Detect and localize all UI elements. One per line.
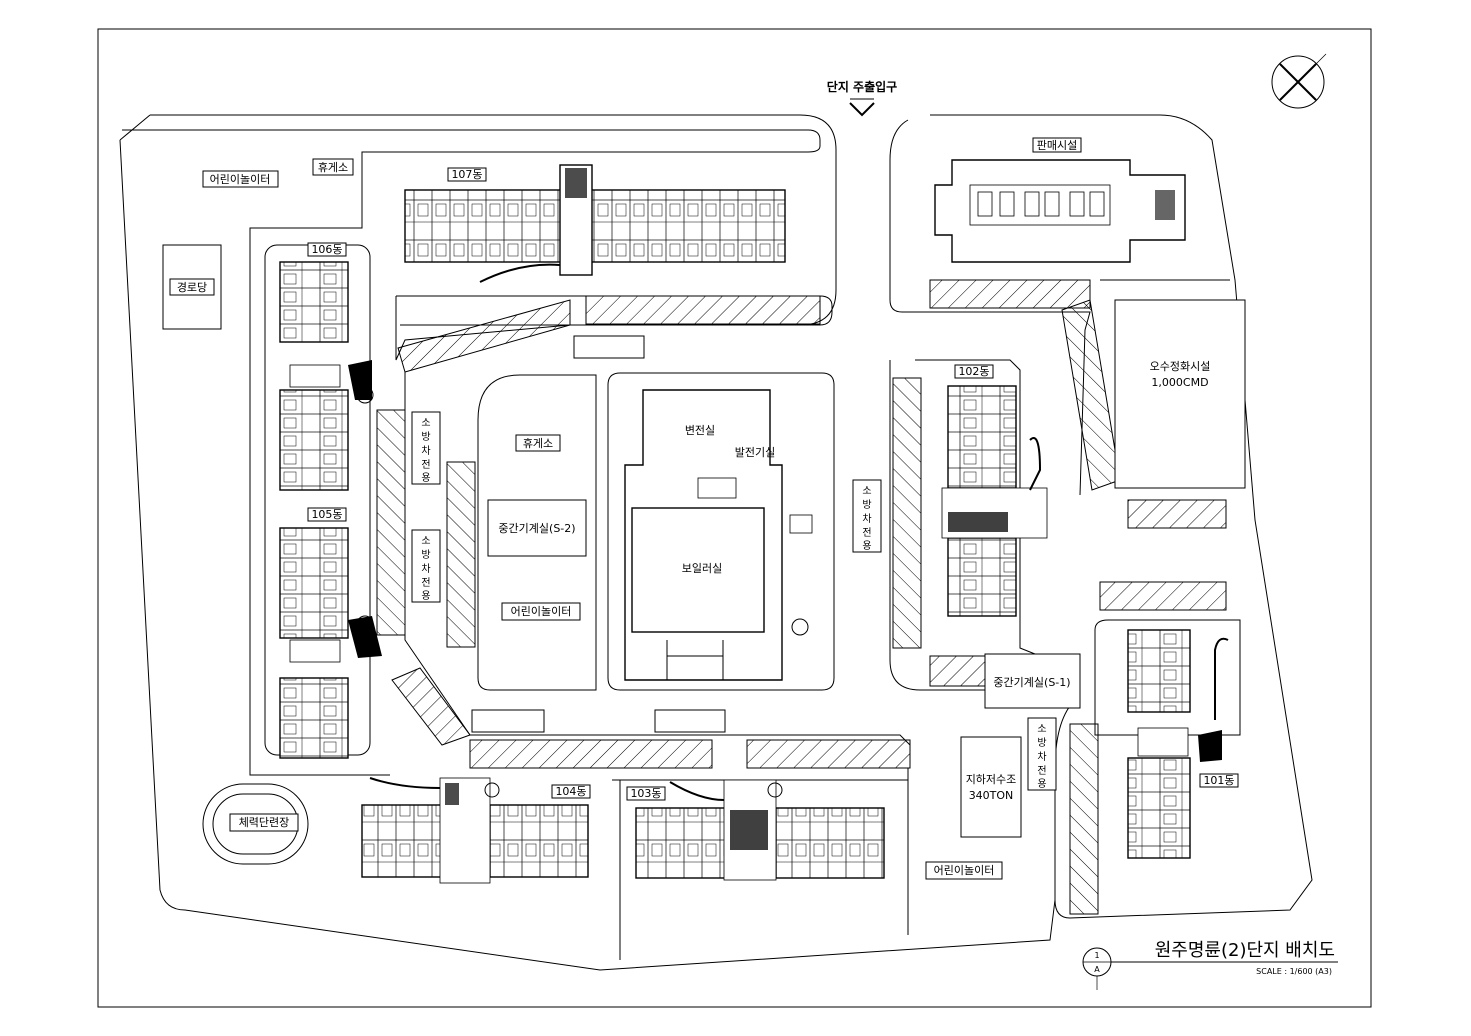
playground-center-label: 어린이놀이터 — [511, 605, 572, 618]
parking-areas — [376, 279, 1227, 915]
building-101-label: 101동 — [1203, 774, 1234, 787]
svg-text:차: 차 — [1037, 751, 1046, 763]
svg-text:소: 소 — [862, 485, 871, 497]
building-102-label: 102동 — [958, 365, 989, 378]
drawing-title: 원주명륜(2)단지 배치도 — [1155, 940, 1335, 961]
svg-text:차: 차 — [421, 563, 430, 575]
senior-center-label: 경로당 — [177, 281, 207, 294]
mech-room-s1-label: 중간기계실(S-1) — [993, 676, 1070, 689]
parking-sign-icon — [471, 709, 545, 733]
fire-lane-3: 소 방 차 전 용 — [852, 479, 882, 553]
north-arrow-icon — [1271, 53, 1327, 109]
svg-text:전: 전 — [862, 527, 871, 539]
fitness-area: 체력단련장 — [202, 783, 309, 865]
svg-text:용: 용 — [421, 472, 430, 484]
svg-text:A: A — [1094, 965, 1100, 974]
water-tank-label-1: 지하저수조 — [966, 772, 1017, 786]
svg-text:방: 방 — [1037, 737, 1046, 749]
playground-nw-label: 어린이놀이터 — [210, 173, 271, 186]
parking-sign-icon — [654, 709, 726, 733]
svg-text:용: 용 — [862, 540, 871, 552]
fire-lane-1: 소 방 차 전 용 — [411, 411, 441, 485]
entrance-label: 단지 주출입구 — [827, 79, 897, 94]
sheet-border — [97, 28, 1372, 1008]
title-block: 1 A 원주명륜(2)단지 배치도 SCALE : 1/600 (A3) — [1082, 940, 1338, 990]
building-105: 105동 — [279, 507, 382, 759]
water-tank-label-2: 340TON — [969, 789, 1014, 802]
building-107-label: 107동 — [451, 168, 482, 181]
building-103: 103동 — [626, 779, 885, 881]
svg-text:차: 차 — [421, 445, 430, 457]
sewage-label-1: 오수정화시설 — [1150, 360, 1211, 373]
central-green — [477, 374, 597, 691]
rest-area-center-label: 휴게소 — [523, 437, 553, 450]
fitness-label: 체력단련장 — [239, 816, 290, 829]
svg-text:방: 방 — [421, 549, 430, 561]
commercial-building: 판매시설 — [934, 137, 1186, 263]
drawing-scale: SCALE : 1/600 (A3) — [1256, 967, 1332, 976]
building-105-label: 105동 — [311, 508, 342, 521]
building-102: 102동 — [941, 364, 1048, 617]
parking-sign-icon — [573, 335, 645, 359]
fire-lane-4: 소 방 차 전 용 — [1027, 717, 1057, 791]
boiler-label: 보일러실 — [682, 561, 722, 575]
building-107: 107동 — [404, 164, 786, 283]
entrance-arrow-icon — [849, 98, 875, 117]
svg-text:소: 소 — [1037, 723, 1046, 735]
svg-text:전: 전 — [421, 577, 430, 589]
building-101: 101동 — [1094, 619, 1241, 859]
commercial-label: 판매시설 — [1037, 139, 1077, 152]
rest-area-nw-label: 휴게소 — [318, 161, 348, 174]
sewage-label-2: 1,000CMD — [1151, 376, 1208, 389]
svg-text:1: 1 — [1094, 951, 1099, 960]
fire-lane-2: 소 방 차 전 용 — [411, 529, 441, 603]
sewage-treatment — [1114, 299, 1246, 489]
building-106: 106동 — [264, 242, 374, 756]
generator-label: 발전기실 — [735, 446, 775, 459]
svg-text:소: 소 — [421, 417, 430, 429]
building-104: 104동 — [361, 777, 591, 884]
svg-text:차: 차 — [862, 513, 871, 525]
playground-se-label: 어린이놀이터 — [934, 864, 995, 877]
mech-room-s2-label: 중간기계실(S-2) — [498, 522, 575, 535]
svg-text:방: 방 — [862, 499, 871, 511]
svg-text:방: 방 — [421, 431, 430, 443]
svg-text:전: 전 — [1037, 765, 1046, 777]
svg-text:용: 용 — [421, 590, 430, 602]
substation-label: 변전실 — [685, 424, 715, 437]
svg-text:전: 전 — [421, 459, 430, 471]
boiler-complex: 변전실 발전기실 보일러실 — [624, 389, 813, 681]
building-104-label: 104동 — [555, 785, 586, 798]
building-106-label: 106동 — [311, 243, 342, 256]
water-tank — [960, 736, 1022, 838]
building-103-label: 103동 — [630, 787, 661, 800]
svg-text:소: 소 — [421, 535, 430, 547]
svg-text:용: 용 — [1037, 778, 1046, 790]
